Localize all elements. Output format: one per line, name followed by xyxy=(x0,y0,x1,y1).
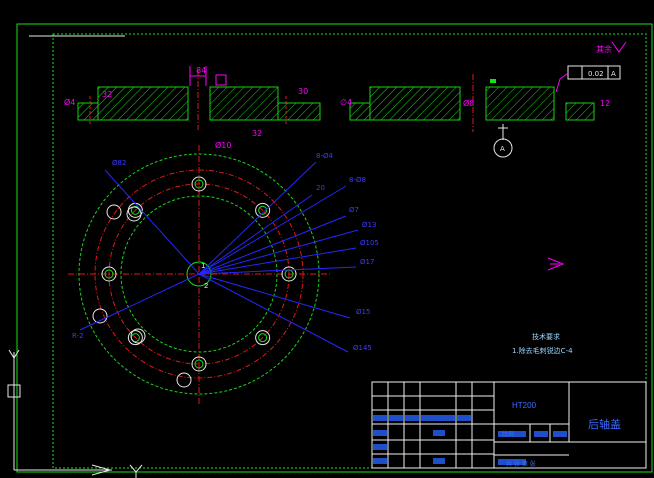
outer-ring-hole xyxy=(126,206,142,222)
leader-lines xyxy=(79,161,359,353)
callout-8-o4: 8-Ø4 xyxy=(316,152,333,160)
callout-o10: Ø10 xyxy=(215,140,231,150)
plan-view xyxy=(68,145,359,405)
callout-o15: Ø15 xyxy=(356,308,370,316)
bolt-hole xyxy=(191,176,207,192)
leader-ray xyxy=(104,169,200,275)
part-name: 后轴盖 xyxy=(588,417,621,431)
leader-ray xyxy=(198,247,357,275)
title-cell-mark xyxy=(553,431,567,437)
leader-ray xyxy=(198,161,317,275)
right-section-view xyxy=(349,41,627,158)
title-cell-mark xyxy=(373,430,387,436)
material-label: HT200 xyxy=(512,401,537,410)
title-block xyxy=(371,381,647,469)
title-cell-mark xyxy=(498,431,526,437)
title-cell-mark xyxy=(534,431,548,437)
surface-finish-note: 其余 xyxy=(596,44,612,54)
bolt-hole xyxy=(255,330,271,346)
leader-ray xyxy=(198,266,357,275)
section-marker xyxy=(547,257,565,271)
leader-ray xyxy=(198,273,349,353)
title-cell-mark xyxy=(405,415,419,421)
left-dim-top: 84 xyxy=(196,66,206,75)
sheet-label: 共 张 第 张 xyxy=(506,460,536,468)
leader-ray xyxy=(198,185,347,275)
title-cell-mark xyxy=(498,459,526,465)
title-cell-mark xyxy=(457,415,471,421)
leader-ray xyxy=(198,215,347,275)
right-dim-0: ∅4 xyxy=(340,98,352,107)
tolerance-datum: A xyxy=(611,70,616,78)
outer-frame xyxy=(16,23,653,473)
tolerance-value: 0.02 xyxy=(588,70,604,78)
left-dim-2: 30 xyxy=(298,87,308,96)
outer-ring-hole xyxy=(92,308,108,324)
scale-label: 比例 xyxy=(502,430,514,438)
callout-o17: Ø17 xyxy=(360,258,374,266)
outer-ring-hole xyxy=(176,372,192,388)
callout-o13: Ø13 xyxy=(362,221,376,229)
bolt-hole xyxy=(255,202,271,218)
callout-o105: Ø105 xyxy=(360,239,379,247)
title-cell-mark xyxy=(433,458,445,464)
tech-req-title: 技术要求 xyxy=(532,332,560,341)
bolt-holes xyxy=(92,176,297,388)
callout-o7: Ø7 xyxy=(349,206,359,214)
callout-o145: Ø145 xyxy=(353,344,372,352)
left-dim-0: Ø4 xyxy=(64,97,75,107)
leader-ray xyxy=(198,229,359,275)
callout-8-o8: 8-Ø8 xyxy=(349,176,366,184)
title-cell-mark xyxy=(373,444,387,450)
leader-ray xyxy=(198,194,313,275)
outer-ring-hole xyxy=(106,204,122,220)
small-mark-2: 2 xyxy=(204,282,208,290)
left-section-view xyxy=(77,66,321,130)
outer-ring-hole xyxy=(130,328,146,344)
leader-ray xyxy=(79,273,200,331)
left-dim-1: 32 xyxy=(102,90,112,99)
right-dim-2: 12 xyxy=(600,99,610,108)
small-mark-1: 1 xyxy=(201,262,205,270)
callout-o82: Ø82 xyxy=(112,159,126,167)
bolt-hole xyxy=(191,356,207,372)
leader-ray xyxy=(198,273,351,319)
title-cell-mark xyxy=(389,415,403,421)
title-cell-mark xyxy=(433,430,445,436)
title-cell-mark xyxy=(373,458,387,464)
bolt-hole xyxy=(101,266,117,282)
title-cell-mark xyxy=(421,415,455,421)
tech-req-text: 1.除去毛刺锐边C-4 xyxy=(512,346,573,355)
right-dim-1: Ø8 xyxy=(463,98,474,108)
left-dim-3: 32 xyxy=(252,129,262,138)
ucs-axes xyxy=(7,349,143,478)
inner-frame xyxy=(52,33,647,469)
datum-a-label: A xyxy=(500,145,505,153)
title-cell-mark xyxy=(373,415,387,421)
callout-20: 20 xyxy=(316,184,325,192)
callout-r2: R-2 xyxy=(72,332,84,340)
